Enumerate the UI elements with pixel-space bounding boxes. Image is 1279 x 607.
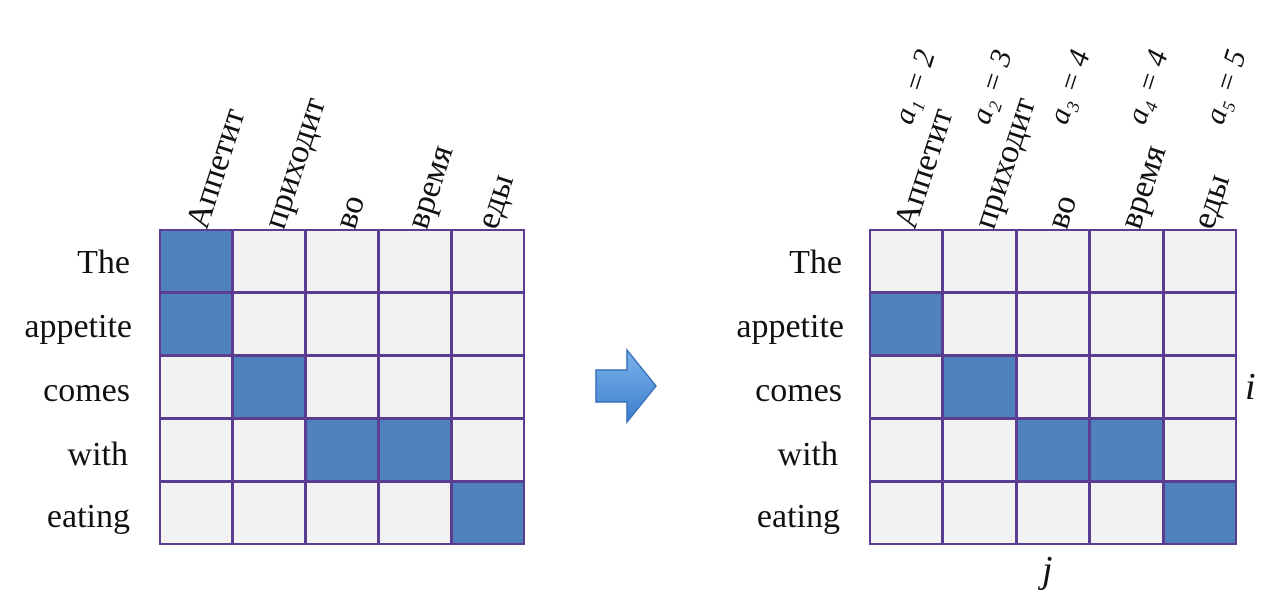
row-label: eating (756, 498, 840, 535)
empty-cell (380, 357, 450, 417)
row-label: The (77, 244, 130, 281)
empty-cell (453, 231, 523, 291)
empty-cell (234, 420, 304, 480)
alignment-matrix-right (869, 229, 1237, 545)
empty-cell (161, 420, 231, 480)
aligned-cell (1017, 420, 1089, 480)
column-label: Аппетит (887, 103, 961, 234)
empty-cell (1017, 294, 1089, 354)
aligned-cell (234, 357, 304, 417)
empty-cell (871, 420, 942, 480)
empty-cell (380, 294, 450, 354)
column-label: еды (1185, 169, 1238, 234)
empty-cell (1164, 420, 1235, 480)
empty-cell (161, 357, 231, 417)
empty-cell (1091, 294, 1162, 354)
empty-cell (944, 420, 1015, 480)
empty-cell (1017, 483, 1089, 543)
alignment-label: a₃ = 4 (1042, 45, 1097, 128)
aligned-cell (453, 483, 523, 543)
empty-cell (944, 294, 1015, 354)
empty-cell (1164, 231, 1235, 291)
empty-cell (234, 231, 304, 291)
empty-cell (1164, 294, 1235, 354)
empty-cell (944, 231, 1015, 291)
empty-cell (1164, 357, 1235, 417)
empty-cell (307, 357, 377, 417)
axis-label-i: i (1245, 366, 1256, 408)
aligned-cell (161, 231, 231, 291)
row-label: comes (755, 372, 842, 409)
aligned-cell (380, 420, 450, 480)
empty-cell (1017, 231, 1089, 291)
row-label: The (789, 244, 842, 281)
empty-cell (871, 357, 942, 417)
row-label: with (777, 436, 838, 473)
empty-cell (1091, 231, 1162, 291)
column-label: во (1039, 190, 1085, 234)
empty-cell (453, 420, 523, 480)
axis-label-j: j (1042, 549, 1053, 591)
empty-cell (234, 483, 304, 543)
empty-cell (380, 231, 450, 291)
empty-cell (871, 231, 942, 291)
aligned-cell (161, 294, 231, 354)
empty-cell (1091, 357, 1162, 417)
empty-cell (944, 483, 1015, 543)
empty-cell (307, 231, 377, 291)
row-label: appetite (736, 308, 844, 345)
aligned-cell (1091, 420, 1162, 480)
alignment-label: a₅ = 5 (1198, 45, 1253, 128)
right-arrow-icon (595, 347, 657, 425)
empty-cell (1017, 357, 1089, 417)
alignment-matrix-left (159, 229, 525, 545)
empty-cell (871, 483, 942, 543)
alignment-label: a₄ = 4 (1120, 45, 1175, 128)
empty-cell (234, 294, 304, 354)
empty-cell (453, 357, 523, 417)
column-label: время (1112, 140, 1174, 234)
empty-cell (161, 483, 231, 543)
aligned-cell (307, 420, 377, 480)
empty-cell (1091, 483, 1162, 543)
empty-cell (307, 483, 377, 543)
row-label: eating (46, 498, 130, 535)
row-label: comes (43, 372, 130, 409)
empty-cell (307, 294, 377, 354)
empty-cell (453, 294, 523, 354)
aligned-cell (944, 357, 1015, 417)
empty-cell (380, 483, 450, 543)
row-label: with (67, 436, 128, 473)
aligned-cell (1164, 483, 1235, 543)
aligned-cell (871, 294, 942, 354)
row-label: appetite (24, 308, 132, 345)
